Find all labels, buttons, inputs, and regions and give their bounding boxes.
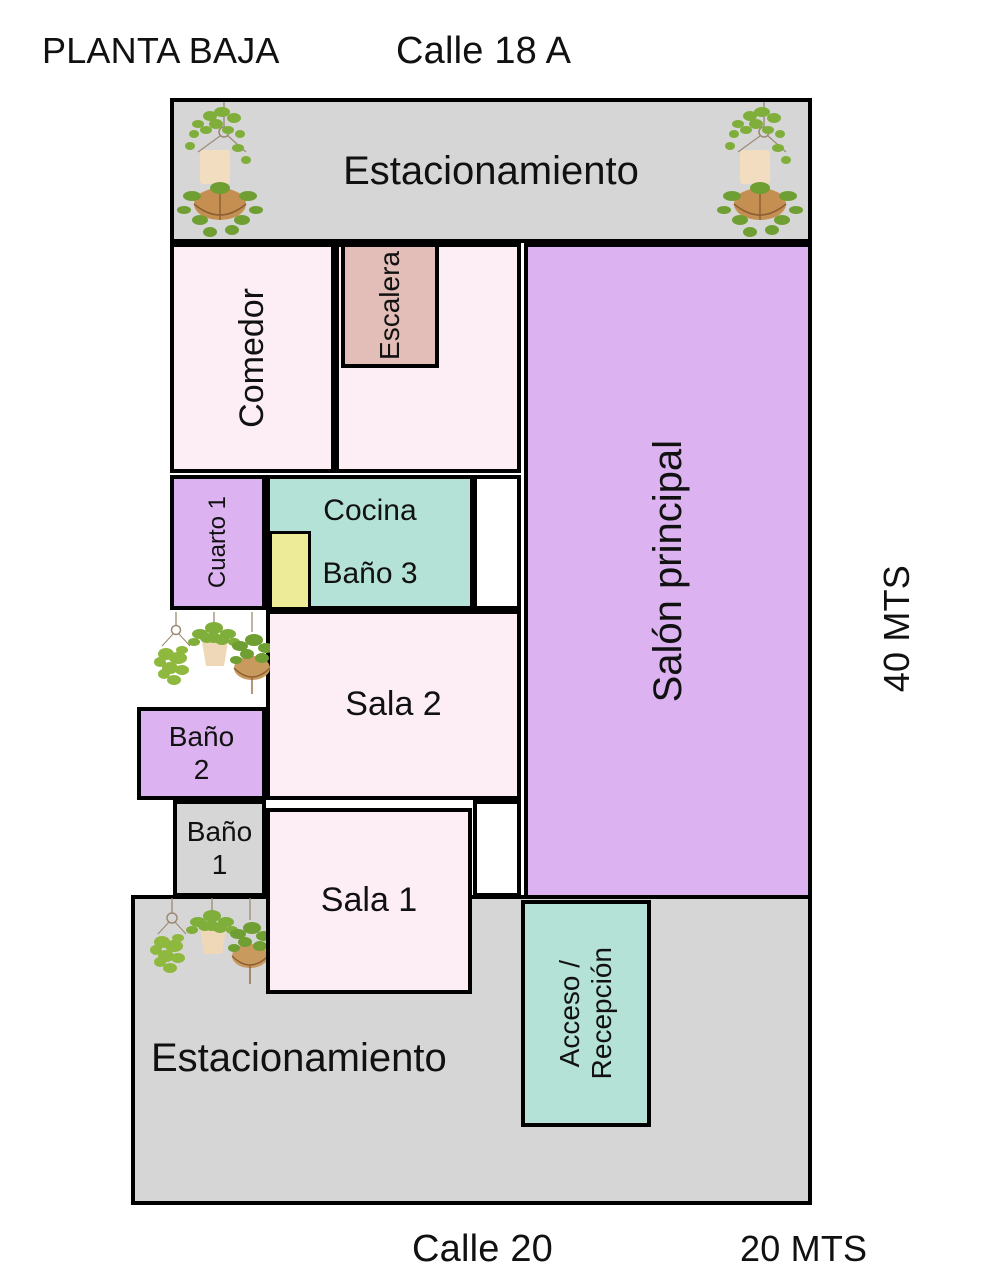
room-label-bano-2: Baño 2 xyxy=(168,721,235,785)
room-sala-1[interactable]: Sala 1 xyxy=(266,808,472,994)
room-label-comedor: Comedor xyxy=(232,288,271,428)
street-label-top: Calle 18 A xyxy=(396,30,572,72)
room-label-cocina: Cocina xyxy=(323,493,417,527)
dimension-label-right: 40 MTS xyxy=(876,565,917,693)
room-salon-principal[interactable]: Salón principal xyxy=(524,243,812,900)
room-escalera[interactable]: Escalera xyxy=(341,243,439,368)
room-sala-2[interactable]: Sala 2 xyxy=(266,610,521,800)
room-label-sala-2: Sala 2 xyxy=(345,685,442,724)
room-acceso-recepcion[interactable]: Acceso / Recepción xyxy=(521,900,651,1127)
room-comedor[interactable]: Comedor xyxy=(170,243,335,473)
room-label-cuarto-1: Cuarto 1 xyxy=(204,496,232,589)
room-bano-1[interactable]: Baño 1 xyxy=(173,800,266,897)
room-label-salon-principal: Salón principal xyxy=(646,440,690,703)
room-gap-right-lower xyxy=(473,800,521,897)
room-closet-yellow[interactable] xyxy=(269,531,311,610)
dimension-label-bottom: 20 MTS xyxy=(740,1228,868,1269)
room-label-acceso-recepcion: Acceso / Recepción xyxy=(553,947,617,1080)
room-bano-2[interactable]: Baño 2 xyxy=(137,707,266,800)
room-gap-right-upper xyxy=(473,475,521,610)
room-label-sala-1: Sala 1 xyxy=(320,881,418,920)
room-label-estacionamiento-bottom: Estacionamiento xyxy=(151,1036,447,1080)
hanging-plants-icon xyxy=(154,612,270,694)
room-estacionamiento-top[interactable]: Estacionamiento xyxy=(170,98,812,243)
room-label-bano-3: Baño 3 xyxy=(322,557,418,590)
room-label-escalera: Escalera xyxy=(373,251,405,360)
street-label-bottom: Calle 20 xyxy=(412,1228,554,1270)
room-cuarto-1[interactable]: Cuarto 1 xyxy=(170,475,266,610)
room-label-estacionamiento-top: Estacionamiento xyxy=(343,148,639,193)
page-title: PLANTA BAJA xyxy=(42,30,280,71)
room-label-bano-1: Baño 1 xyxy=(186,816,253,880)
